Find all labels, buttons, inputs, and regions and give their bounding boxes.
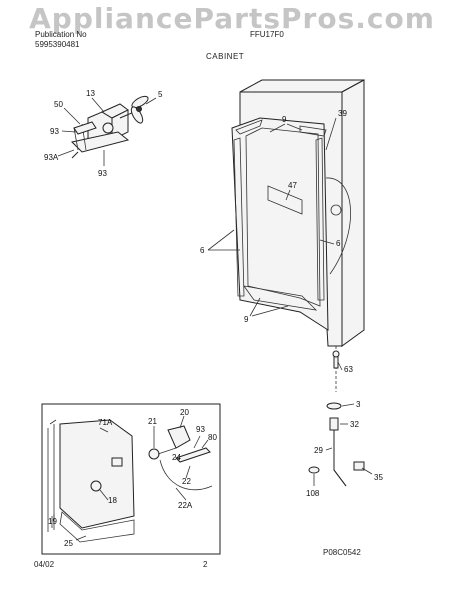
publication-number: 5995390481 xyxy=(35,40,80,49)
control-panel-assembly xyxy=(47,415,213,543)
watermark: AppliancePartsPros.com xyxy=(29,2,435,35)
fan-motor-assembly xyxy=(57,95,157,166)
callout-93A: 93A xyxy=(44,153,59,162)
callout-3: 3 xyxy=(356,400,361,409)
callout-20: 20 xyxy=(180,408,189,417)
callout-6-left: 6 xyxy=(200,246,205,255)
callout-47: 47 xyxy=(288,181,297,190)
callout-24: 24 xyxy=(172,453,181,462)
callout-25: 25 xyxy=(64,539,73,548)
callout-22: 22 xyxy=(182,477,191,486)
callout-63: 63 xyxy=(344,365,353,374)
callout-9-bottom: 9 xyxy=(244,315,249,324)
callout-22A: 22A xyxy=(178,501,193,510)
callout-39: 39 xyxy=(338,109,347,118)
callout-80: 80 xyxy=(208,433,217,442)
callout-93-c: 93 xyxy=(196,425,205,434)
callout-35: 35 xyxy=(374,473,383,482)
callout-18: 18 xyxy=(108,496,117,505)
callout-19: 19 xyxy=(48,517,57,526)
callout-9-top: 9 xyxy=(282,115,287,124)
callout-21: 21 xyxy=(148,417,157,426)
cabinet-assembly xyxy=(207,79,365,347)
model-number: FFU17F0 xyxy=(250,30,284,39)
footer-page: 2 xyxy=(203,560,208,569)
footer-date: 04/02 xyxy=(34,560,55,569)
figure-code: P08C0542 xyxy=(323,548,361,557)
callout-5: 5 xyxy=(158,90,163,99)
callout-71A: 71A xyxy=(98,418,113,427)
callout-13: 13 xyxy=(86,89,95,98)
callout-50: 50 xyxy=(54,100,63,109)
callout-93-b: 93 xyxy=(98,169,107,178)
callout-93-a: 93 xyxy=(50,127,59,136)
drain-assembly xyxy=(308,346,373,487)
inset-frame xyxy=(41,403,221,555)
callout-6-right: 6 xyxy=(336,239,341,248)
callout-29: 29 xyxy=(314,446,323,455)
callout-32: 32 xyxy=(350,420,359,429)
callout-108: 108 xyxy=(306,489,320,498)
section-title: CABINET xyxy=(206,52,245,61)
publication-no-label: Publication No xyxy=(35,30,87,39)
